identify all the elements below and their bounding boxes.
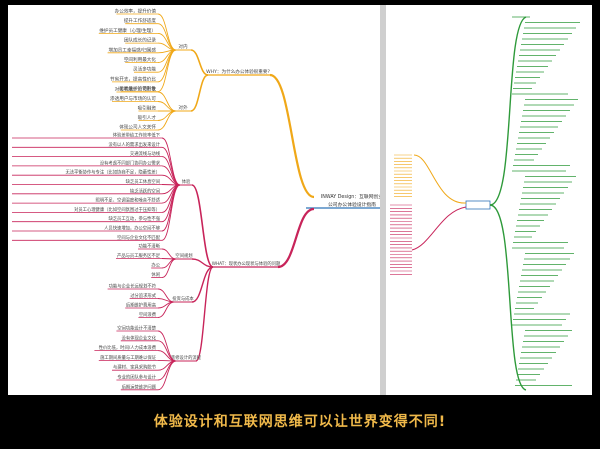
branch-line	[161, 146, 181, 186]
branch-line	[157, 110, 177, 121]
branch-line	[157, 101, 177, 112]
what-branch: WHAT：现状办公现状与体验的问题体验体验差带给工作效率低下没有以人的需求出发来…	[12, 132, 315, 391]
overview-why-line	[413, 154, 467, 204]
what-pain-leaves: 体验差带给工作效率低下没有以人的需求出发来设计交通流线与动线没有考虑不同部门协同…	[12, 132, 181, 241]
mindmap-canvas-main: INWAY Design：互联网创业公司办公体验设计指南 WHY：为什么办公体验很…	[8, 5, 383, 395]
leaf-node: 人员快速增加，办公空间不够	[104, 225, 161, 232]
branch-line	[161, 248, 177, 260]
leaf-node: 空间浪费	[139, 311, 157, 318]
leaf-node: 吸引融资	[138, 105, 157, 112]
leaf-node: 无法平衡协作与专注（比如协商不足，隐蔽性差）	[65, 169, 160, 176]
leaf-node: 产品与员工服务区不足	[117, 252, 161, 259]
leaf-node: 专业的团队参与设计	[117, 374, 156, 381]
leaf-node: 体验差带给工作效率低下	[113, 132, 161, 139]
leaf-node: 缺乏员工互动，参与性不强	[108, 215, 160, 222]
what-label: WHAT：现状办公现状与体验的问题	[212, 260, 281, 267]
leaf-node: 体现公司人文关怀	[119, 124, 156, 131]
leaf-node: 缺乏员工休息空间	[126, 178, 160, 185]
leaf-node: 功能不清晰	[139, 243, 161, 250]
overview-trunk-down	[489, 204, 527, 391]
leaf-node: 维护员工健康（心理/生理）	[99, 27, 156, 34]
leaf-node: 提升工作舒适度	[124, 17, 157, 24]
branch-line	[161, 258, 177, 278]
what-cost-link	[191, 266, 214, 303]
why-outer-link	[190, 74, 209, 112]
leaf-node: 后期运营维护问题	[122, 383, 157, 390]
leaf-node: 缺乏活跃的空间	[130, 187, 160, 194]
leaf-node: 对员工心理健康（比如空间氛围过于压抑等）	[74, 206, 160, 213]
leaf-node: 交通流线与动线	[130, 150, 161, 157]
branch-line	[157, 13, 177, 51]
what-process-label: 装修设计的流程	[171, 354, 202, 361]
what-space-label: 空间规划	[175, 252, 192, 259]
branch-line	[157, 360, 177, 381]
leaf-node: 施工期间质量与工期难以保证	[100, 354, 157, 361]
branch-line	[157, 301, 175, 318]
what-pain-label: 体验	[182, 178, 191, 185]
panel-divider	[380, 5, 386, 395]
leaf-node: 功能与企业长远规划不符	[109, 283, 157, 290]
leaf-node: 办公	[151, 262, 160, 269]
mindmap-overview-panel	[386, 5, 592, 395]
leaf-node: 灵活多功能	[133, 66, 156, 73]
overview-trunk-up	[489, 16, 527, 206]
why-main-line	[269, 73, 315, 199]
leaf-node: 团队成长的记录	[124, 37, 157, 44]
branch-line	[161, 184, 181, 241]
what-process-link	[195, 266, 214, 362]
leaf-node: 没有考虑不同部门协同办公需求	[100, 159, 161, 166]
leaf-node: 过分追求形式	[130, 292, 156, 299]
overview-map	[390, 16, 580, 391]
why-inner-label: 对内	[178, 43, 188, 50]
overview-what-line	[411, 206, 467, 251]
why-branch: WHY：为什么办公体验很重要?对内办公效率，提升价值提升工作舒适度维护员工健康（…	[98, 8, 315, 199]
leaf-node: 吸引人才	[138, 114, 157, 121]
leaf-node: 与建材、家具采购脱节	[113, 364, 157, 371]
leaf-node: 没有体现企业文化	[122, 334, 157, 341]
central-topic-line2: 公司办公体验设计指南	[328, 201, 376, 208]
what-process-leaves: 空间功能设计不清楚没有体现企业文化性价比低，时间/人力成本浪费施工期间质量与工期…	[94, 325, 177, 391]
overview-center-node	[465, 200, 491, 210]
leaf-node: 没有以人的需求出发来设计	[108, 141, 160, 148]
leaf-node: 后期维护费用高	[126, 302, 157, 309]
mind-map-overview	[390, 16, 580, 391]
why-outer-label: 对外	[178, 104, 188, 111]
branch-line	[157, 49, 177, 83]
slide-caption: 体验设计和互联网思维可以让世界变得不同!	[153, 414, 447, 430]
branch-line	[157, 49, 177, 93]
leaf-node: 空间与企业文化不匹配	[117, 234, 161, 241]
leaf-node: 节省开支，提高性价比	[110, 75, 156, 82]
leaf-node: 渗透用户与市场的认可	[110, 95, 156, 102]
leaf-node: 空间利用最大化	[124, 56, 157, 63]
leaf-node: 对访客展示公司形象	[115, 86, 157, 93]
leaf-node: 照明不足、空调温度和噪音不舒适	[96, 197, 161, 204]
what-space-link	[191, 258, 214, 268]
branch-line	[161, 137, 181, 186]
leaf-node: 休闲	[151, 271, 160, 278]
why-inner-link	[190, 49, 209, 76]
leaf-node: 能耗维护的便利性	[119, 85, 156, 92]
what-pain-link	[191, 184, 214, 268]
central-topic-line1: INWAY Design：互联网创业	[321, 193, 380, 200]
branch-line	[161, 184, 181, 223]
leaf-node: 空间功能设计不清楚	[117, 325, 156, 332]
what-main-line	[277, 207, 315, 269]
branch-line	[157, 110, 177, 131]
what-cost-label: 投资与成本	[172, 295, 194, 302]
leaf-node: 办公效率，提升价值	[115, 8, 157, 15]
leaf-node: 增加员工幸福感/归属感	[109, 46, 157, 53]
why-label: WHY：为什么办公体验很重要?	[206, 68, 270, 75]
branch-line	[161, 184, 181, 232]
branch-line	[157, 360, 177, 391]
branch-line	[161, 184, 181, 186]
leaf-node: 性价比低，时间/人力成本浪费	[99, 344, 157, 351]
